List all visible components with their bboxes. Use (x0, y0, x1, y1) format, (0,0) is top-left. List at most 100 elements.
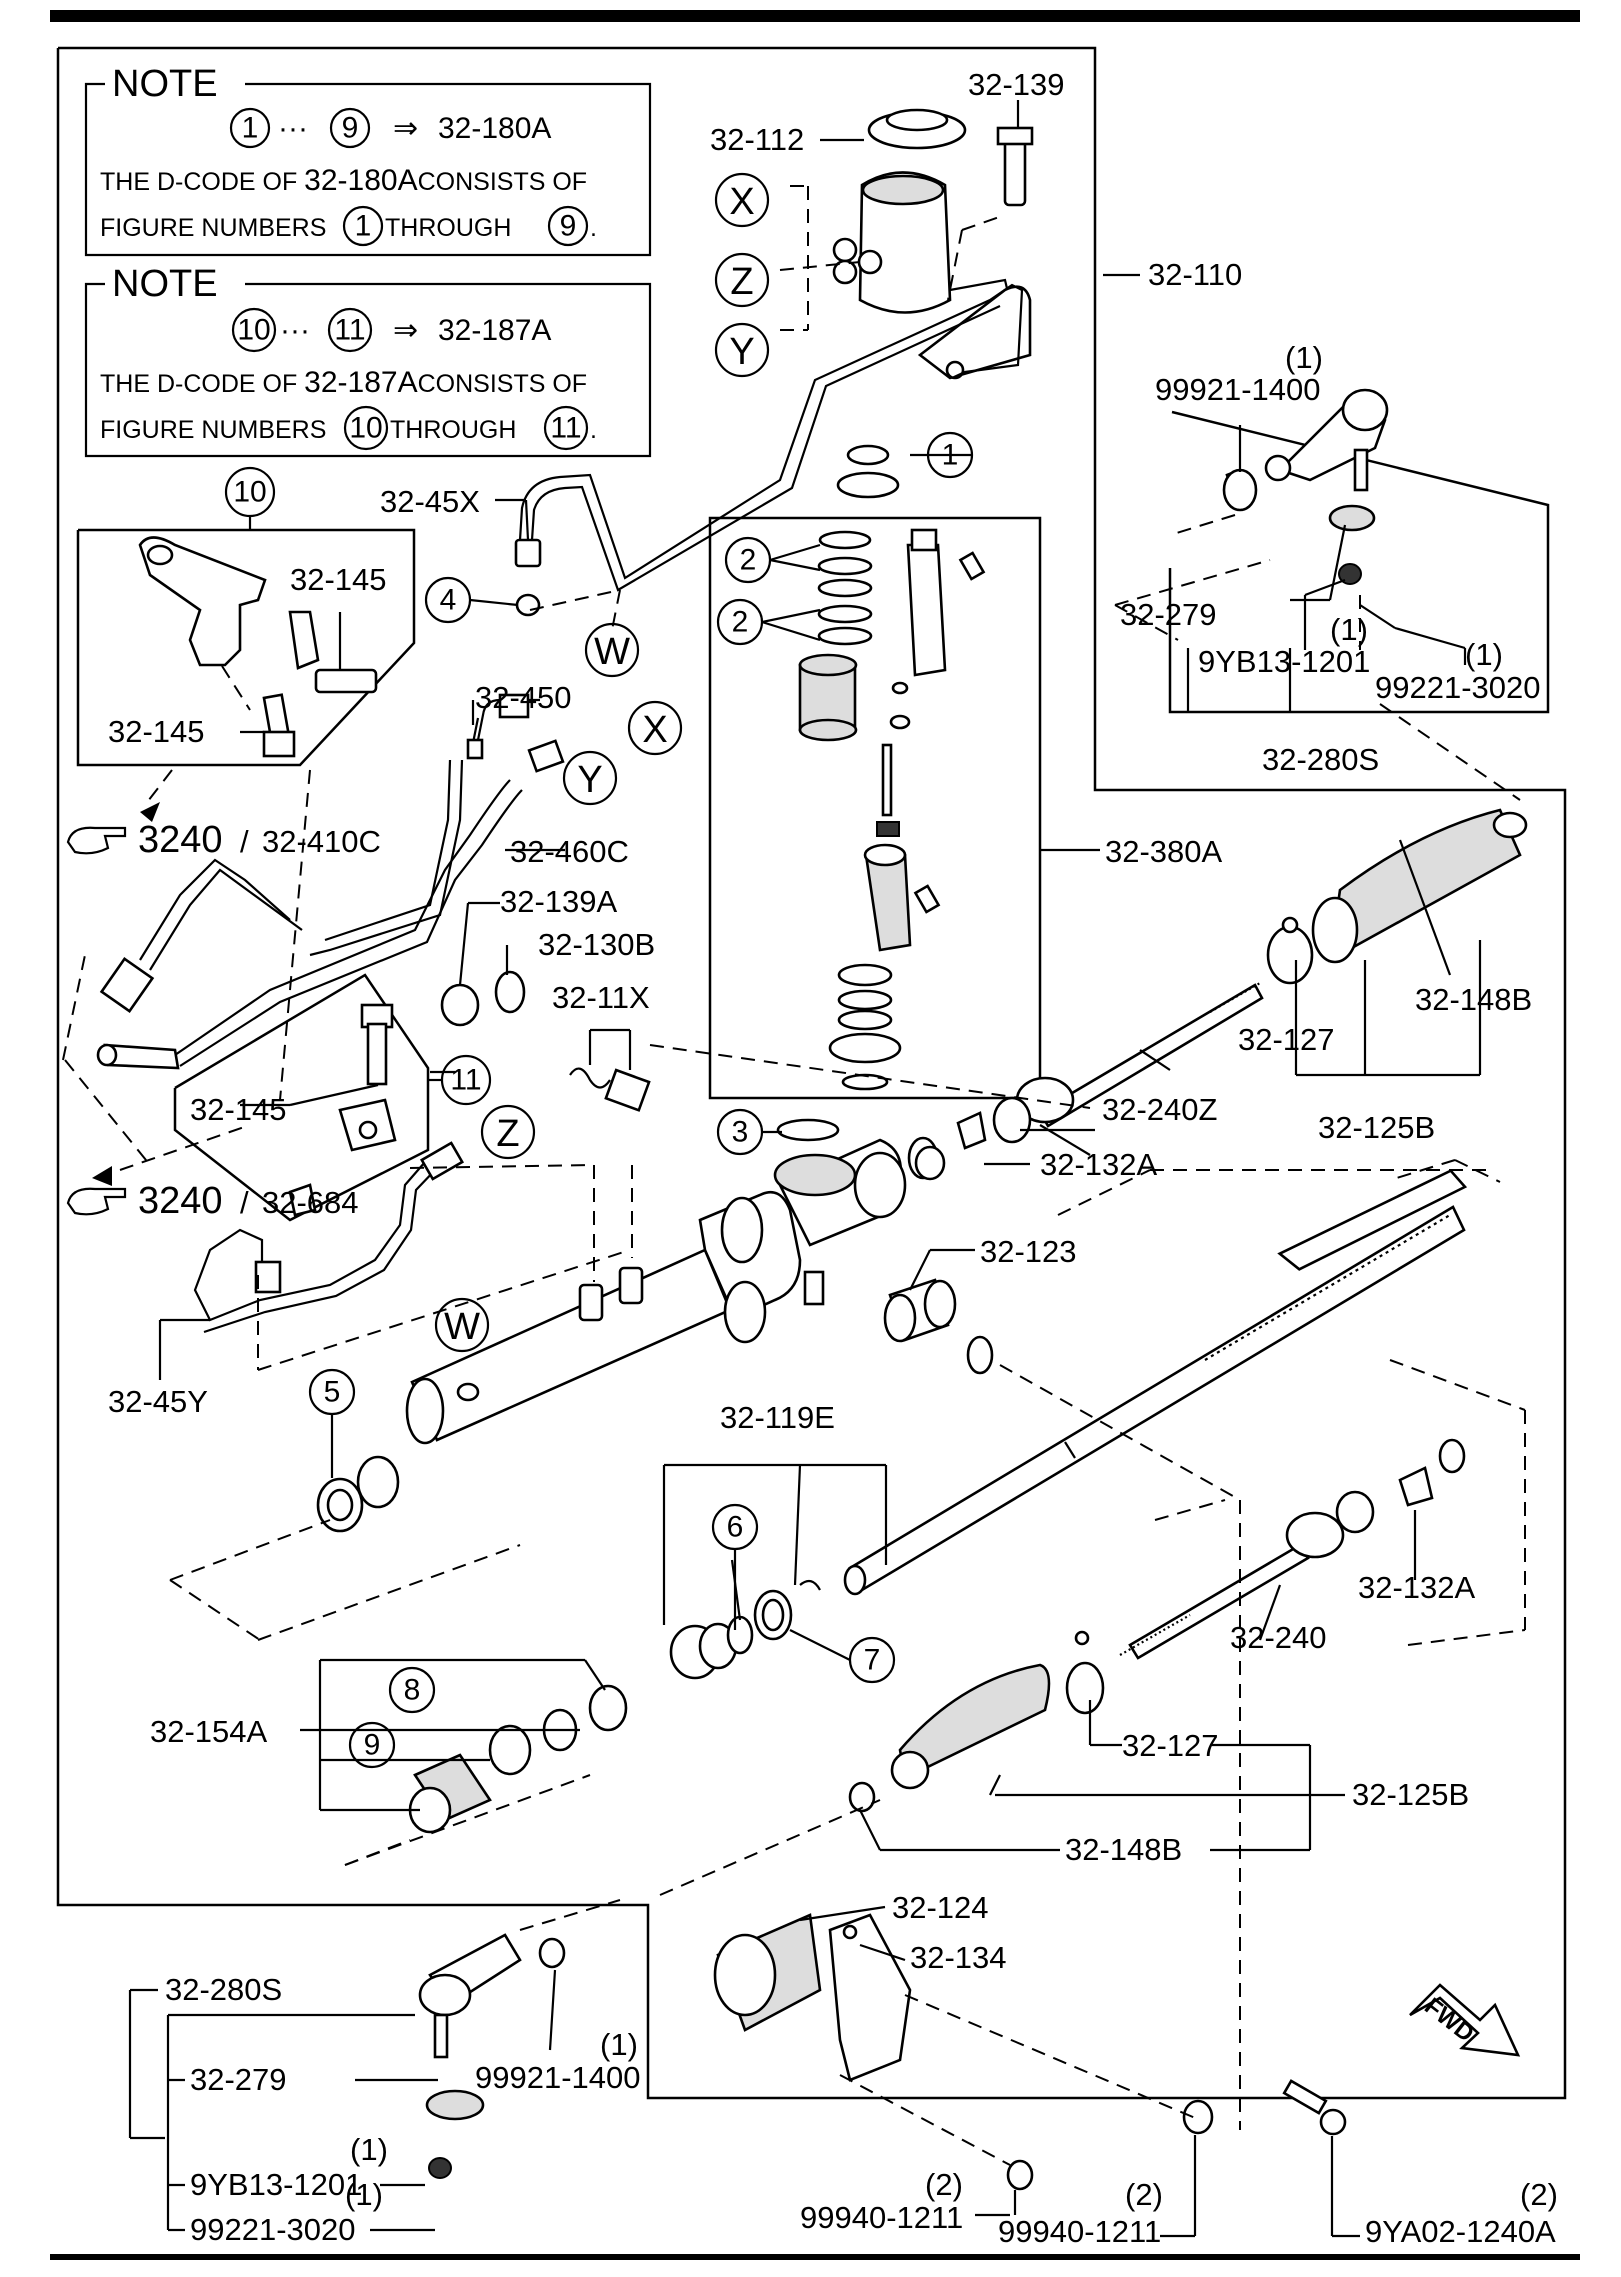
hardware-lower (1006, 2079, 1347, 2191)
label-32-139a: 32-139A (500, 884, 618, 919)
label-9yb13-1201-qty: (1) (1330, 612, 1368, 647)
svg-text:.: . (590, 416, 597, 444)
label-99221-3020: 99221-3020 (1375, 670, 1541, 705)
label-32-279: 32-279 (1120, 597, 1217, 632)
label-32-125b: 32-125B (1318, 1110, 1435, 1145)
label-32-45y: 32-45Y (108, 1384, 208, 1419)
circled-figure-numbers: 1 2 2 3 4 5 6 7 8 9 10 11 (224, 431, 974, 1769)
fig-3: 3 (732, 1116, 749, 1149)
part-labels: 32-139 32-112 32-110 (1) 99921-1400 32-4… (108, 67, 1558, 2249)
note-1-range-end: 9 (342, 112, 359, 145)
label-32-134: 32-134 (910, 1940, 1007, 1975)
letter-y-pipe: Y (577, 759, 602, 801)
letter-z-top: Z (730, 261, 753, 303)
label-32-11x: 32-11X (552, 980, 650, 1015)
note-2-range-end: 11 (334, 314, 365, 347)
dashed-guides (62, 185, 1526, 2166)
pointing-hand-icon-1 (66, 826, 127, 855)
note-1-fig-start: 1 (355, 210, 372, 243)
label-32-240: 32-240 (1230, 1620, 1327, 1655)
label-32-125b-2: 32-125B (1352, 1777, 1469, 1812)
fig-11: 11 (450, 1064, 481, 1097)
note-2-line2-mid: THROUGH (390, 416, 516, 444)
label-9yb13-1201: 9YB13-1201 (1198, 644, 1370, 679)
note-2-title: NOTE (112, 263, 218, 305)
label-32-123: 32-123 (980, 1234, 1077, 1269)
svg-text:/: / (240, 824, 249, 859)
note-1-line1: THE D-CODE OF 32-180ACONSISTS OF (100, 164, 587, 197)
arrow-head-1 (140, 802, 160, 822)
valve-housing-group (832, 108, 1034, 380)
leader-lines (128, 100, 1482, 2238)
rack-housing (405, 1136, 1468, 1445)
top-rule (50, 10, 1580, 22)
boot-32-125b-upper (1266, 808, 1528, 985)
label-32-450: 32-450 (475, 680, 572, 715)
svg-text:···: ··· (280, 314, 310, 347)
ref-3240-b: 3240 (138, 1180, 223, 1222)
letter-z-pipe: Z (496, 1113, 519, 1155)
group-32-154a (408, 1684, 628, 1834)
note-2-range-start: 10 (237, 314, 270, 347)
boot-32-125b-lower (848, 1630, 1105, 1813)
group-32-119e (669, 1579, 821, 1680)
label-32-130b: 32-130B (538, 927, 655, 962)
pointing-hand-icon-2 (66, 1187, 127, 1216)
ref-3240-684: 3240 / 32-684 (66, 1180, 359, 1222)
label-32-460c: 32-460C (510, 834, 629, 869)
note-1-arrow: ⇒ (393, 112, 418, 145)
label-32-112: 32-112 (710, 122, 804, 157)
bushing-32-123 (883, 1278, 994, 1375)
fig-2a: 2 (740, 544, 757, 577)
pipes-left (96, 693, 565, 1070)
label-32-127: 32-127 (1238, 1022, 1335, 1057)
label-32-145-c: 32-145 (190, 1092, 287, 1127)
label-32-132a: 32-132A (1040, 1147, 1158, 1182)
fig-8: 8 (404, 1674, 421, 1707)
fig-10: 10 (233, 476, 266, 509)
label-9ya02-1240a: 9YA02-1240A (1365, 2214, 1556, 2249)
note-2-arrow: ⇒ (393, 314, 418, 347)
label-99221-3020-qty: (1) (1465, 637, 1503, 672)
label-9yb13-1201-2-qty: (1) (350, 2132, 388, 2167)
note-1-line2-mid: THROUGH (385, 214, 511, 242)
label-32-148b: 32-148B (1415, 982, 1532, 1017)
inset-box-11 (173, 973, 430, 1222)
label-99221-3020-2: 99221-3020 (190, 2212, 356, 2247)
svg-text:.: . (590, 214, 597, 242)
ref-3240-410c: 3240 / 32-410C (66, 819, 381, 861)
ref-3240-a: 3240 (138, 819, 223, 861)
note-1-range-start: 1 (242, 112, 259, 145)
fwd-arrow-icon: FWD (1409, 1983, 1521, 2057)
note-1-line2-pre: FIGURE NUMBERS (100, 214, 326, 242)
svg-text:···: ··· (278, 112, 308, 145)
label-32-380a: 32-380A (1105, 834, 1223, 869)
note-box-2: NOTE 10 ··· 11 ⇒ 32-187A THE D-CODE OF 3… (84, 263, 652, 458)
circled-letters: X Z Y W X Y Z W (434, 172, 770, 1353)
note-2-line2-pre: FIGURE NUMBERS (100, 416, 326, 444)
valve-internals-box (708, 444, 1042, 1100)
label-32-132a-2: 32-132A (1358, 1570, 1476, 1605)
label-32-139: 32-139 (968, 67, 1065, 102)
label-32-145-a: 32-145 (290, 562, 387, 597)
note-1-title: NOTE (112, 63, 218, 105)
tie-rod-end-lower (418, 1933, 566, 2179)
tie-rod-32-240 (1119, 1438, 1466, 1660)
label-99921-1400-qty: (1) (1285, 340, 1323, 375)
fig-4: 4 (440, 584, 457, 617)
label-99940-1211-a: 99940-1211 (800, 2200, 963, 2235)
label-32-280s-2: 32-280S (165, 1972, 282, 2007)
pipe-32-45x (514, 283, 1024, 592)
ref-32-684: 32-684 (262, 1185, 359, 1220)
tie-rod-box (1168, 410, 1550, 714)
label-32-279-2: 32-279 (190, 2062, 287, 2097)
tie-rod-end-upper (1222, 388, 1389, 585)
note-box-1: NOTE 1 ··· 9 ⇒ 32-180A THE D-CODE OF 32-… (84, 63, 652, 257)
label-9yb13-1201-2: 9YB13-1201 (190, 2167, 362, 2202)
note-2-target: 32-187A (438, 314, 551, 347)
fig-5: 5 (324, 1376, 341, 1409)
label-32-127-2: 32-127 (1122, 1728, 1219, 1763)
note-2-fig-end: 11 (550, 412, 581, 445)
letter-x-top: X (729, 181, 754, 223)
